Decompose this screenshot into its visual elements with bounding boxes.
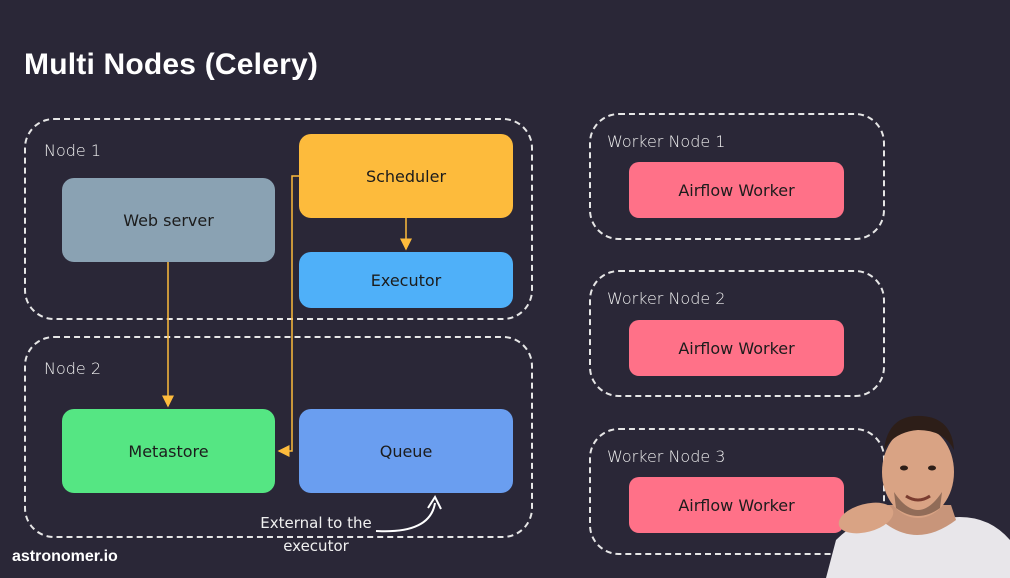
executor-box: Executor <box>299 252 513 308</box>
web-server-box: Web server <box>62 178 275 262</box>
metastore-box: Metastore <box>62 409 275 493</box>
web-server-label: Web server <box>123 210 214 230</box>
airflow-worker-3: Airflow Worker <box>629 477 844 533</box>
node-2-label: Node 2 <box>44 359 102 378</box>
scheduler-box: Scheduler <box>299 134 513 218</box>
worker-node-3-container <box>589 428 885 555</box>
worker-node-1-label: Worker Node 1 <box>607 132 726 151</box>
worker-node-3-label: Worker Node 3 <box>607 447 726 466</box>
node-1-container <box>24 118 533 320</box>
annotation-line-2: executor <box>283 537 349 555</box>
node-1-label: Node 1 <box>44 141 102 160</box>
metastore-label: Metastore <box>128 441 209 461</box>
scheduler-label: Scheduler <box>365 166 447 186</box>
brand-label: astronomer.io <box>12 548 118 565</box>
annotation-line-1: External to the <box>260 514 372 532</box>
slide-title: Multi Nodes (Celery) <box>24 48 319 81</box>
worker-node-2-container <box>589 270 885 397</box>
executor-label: Executor <box>370 270 442 290</box>
queue-annotation: External to the executor <box>252 512 380 558</box>
queue-box: Queue <box>299 409 513 493</box>
presenter-video <box>826 400 1010 578</box>
worker-node-1-container <box>589 113 885 240</box>
queue-label: Queue <box>379 441 433 461</box>
airflow-worker-2: Airflow Worker <box>629 320 844 376</box>
worker-node-2-label: Worker Node 2 <box>607 289 726 308</box>
node-2-container <box>24 336 533 538</box>
airflow-worker-1: Airflow Worker <box>629 162 844 218</box>
